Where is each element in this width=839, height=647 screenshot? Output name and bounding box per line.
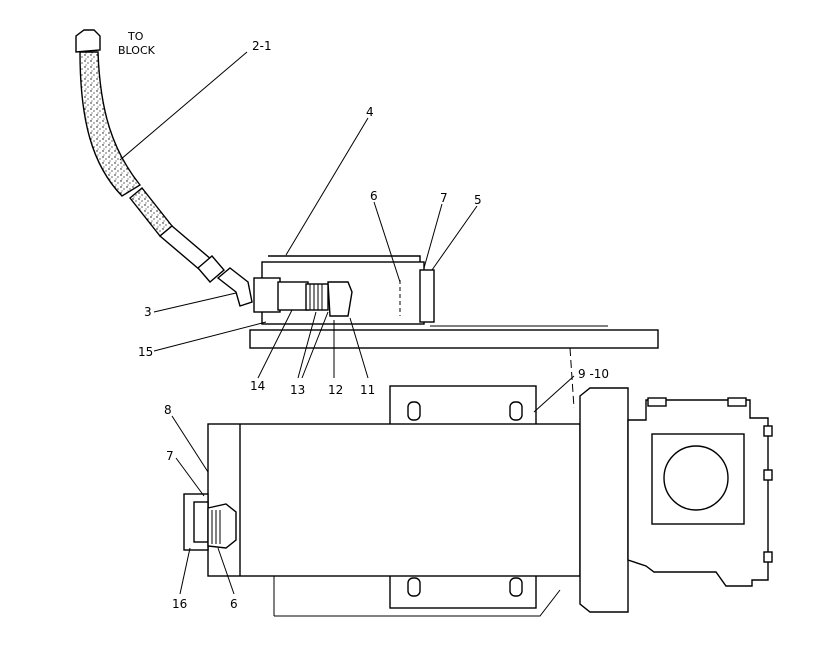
- bracket-slot-top-left: [407, 401, 421, 421]
- callout-16: 16: [172, 597, 187, 611]
- callout-13: 13: [290, 383, 305, 397]
- gear-port: [663, 445, 729, 511]
- bracket-slot-bottom-left: [407, 577, 421, 597]
- hose-swivel-nut: [197, 255, 225, 283]
- connector-threads: [309, 284, 323, 310]
- bracket-slot-top-right: [509, 401, 523, 421]
- housing-bolt-3: [763, 551, 773, 563]
- callout-8: 8: [164, 403, 172, 417]
- hose-upper-section: [79, 51, 142, 197]
- hose-assembly: [75, 29, 253, 307]
- to-block-label-line1: TO: [127, 30, 144, 43]
- end-breather-assembly: [183, 493, 237, 551]
- callout-7-bottom: 7: [166, 449, 174, 463]
- elbow-fitting: [216, 267, 253, 307]
- leader-lines: [119, 51, 575, 595]
- hex-fitting: [253, 277, 281, 313]
- base-outline: [274, 589, 561, 617]
- callout-7-top: 7: [440, 191, 448, 205]
- housing-bolt-4: [647, 397, 667, 407]
- threaded-connector: [305, 283, 329, 311]
- flange: [579, 387, 629, 613]
- breather-cap-inner: [193, 501, 209, 543]
- housing-bolt-2: [763, 469, 773, 481]
- callout-3: 3: [144, 305, 152, 319]
- callout-11: 11: [360, 383, 375, 397]
- housing-bolt-5: [727, 397, 747, 407]
- mounting-plate: [249, 329, 659, 349]
- breather-housing: [253, 255, 435, 325]
- callout-14: 14: [250, 379, 265, 393]
- cylinder-body: [207, 423, 581, 577]
- breather-nozzle: [207, 503, 237, 549]
- to-block-label-line2: BLOCK: [118, 44, 156, 57]
- callout-5: 5: [474, 193, 482, 207]
- hose-end-fitting: [75, 29, 101, 53]
- callout-15: 15: [138, 345, 153, 359]
- callout-6-bottom: 6: [230, 597, 238, 611]
- housing-bolt-1: [763, 425, 773, 437]
- callout-9-10: 9 -10: [578, 367, 609, 381]
- end-cap: [419, 269, 435, 323]
- callout-12: 12: [328, 383, 343, 397]
- callout-2-1: 2-1: [252, 39, 272, 53]
- bracket-slot-bottom-right: [509, 577, 523, 597]
- callout-6-top: 6: [370, 189, 378, 203]
- callout-4: 4: [366, 105, 374, 119]
- breather-element: [327, 281, 353, 317]
- adapter-body: [277, 281, 309, 311]
- hose-lower-section: [129, 187, 173, 237]
- pump-assembly: [183, 385, 773, 617]
